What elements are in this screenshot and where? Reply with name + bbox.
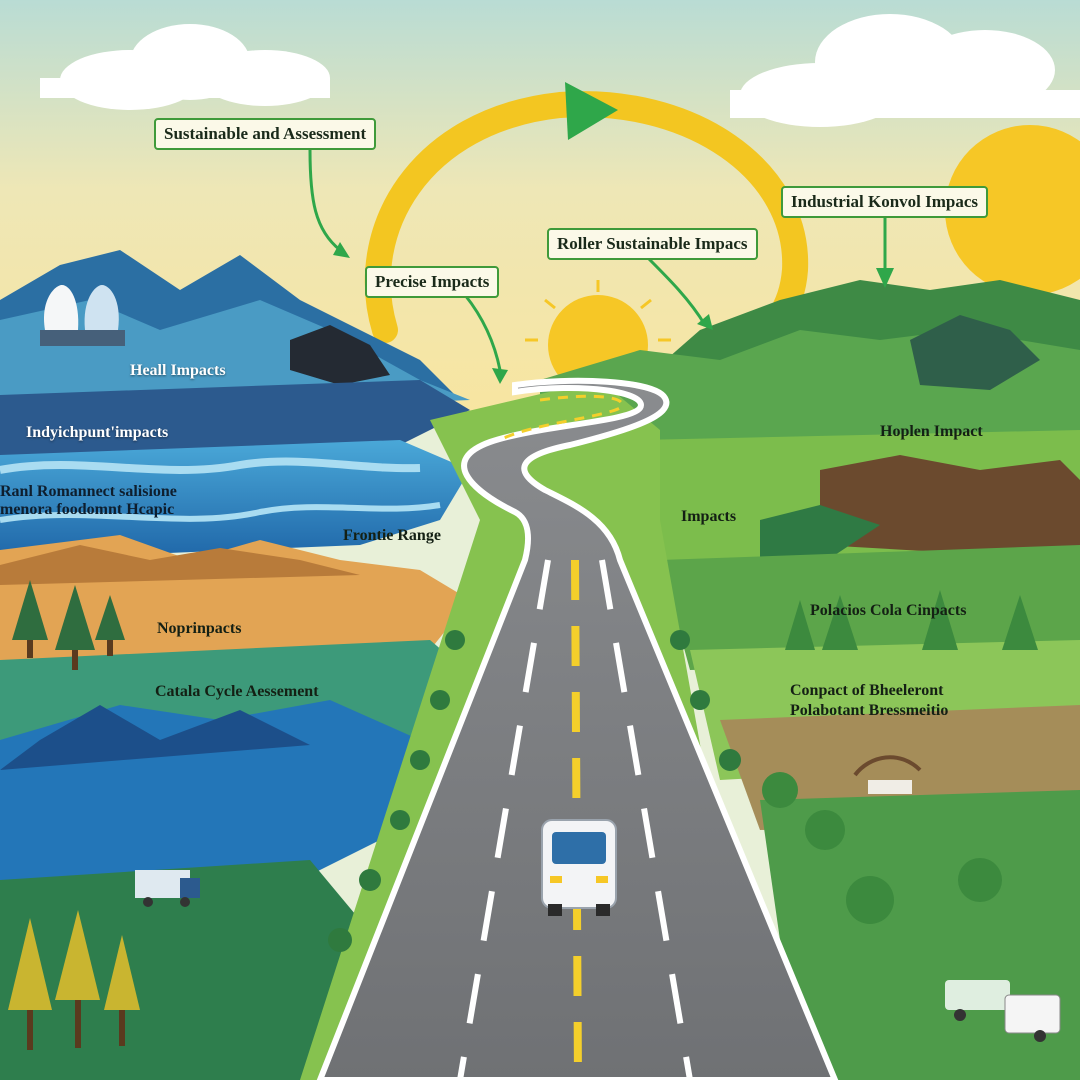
label-impacts: Impacts: [681, 508, 737, 525]
label-life-cycle: Catala Cycle Aessement: [155, 683, 319, 700]
label-hopplen-impact: Hoplen Impact: [880, 423, 983, 440]
truck-icon: [945, 980, 1061, 1042]
tree-icon: [12, 580, 125, 670]
label-industrial-impacts: Industrial Konvol Impacs: [781, 186, 989, 219]
band-bottom-left: [0, 860, 360, 1080]
label-health-impacts: Heall Impacts: [130, 362, 226, 379]
cycle-arrow-icon: [364, 82, 809, 358]
pointer-arrowheads: [333, 242, 894, 384]
road-center-line: [571, 559, 582, 1080]
factory-icon: [40, 285, 125, 346]
roadside-trees: [328, 630, 741, 952]
label-roller-impacts: Roller Sustainable Impacs: [547, 228, 758, 261]
label-compact-line2: Polabotant Bressmeitio: [790, 702, 949, 719]
vehicle-icon: [541, 819, 617, 916]
label-sustainable-assessment: Sustainable and Assessment: [154, 118, 377, 151]
label-polar-impacts: Polacios Cola Cinpacts: [810, 602, 967, 619]
label-compact-line1: Conpact of Bheeleront: [790, 682, 944, 699]
tree-icon: [762, 590, 1038, 924]
cloud-icon: [730, 14, 1080, 127]
factory-icon: [853, 755, 922, 794]
label-indirect-impacts: Indyichpunt'impacts: [26, 424, 169, 441]
band-indirect: [0, 380, 470, 460]
truck-icon: [135, 870, 200, 907]
road-lane-lines: [457, 559, 693, 1080]
cloud-icon: [40, 24, 330, 110]
pointer-arrows: [308, 149, 887, 371]
sun-icon: [945, 125, 1080, 295]
label-environment-line2: menora foodomnt Hcapic: [0, 501, 175, 518]
tree-icon: [8, 910, 140, 1050]
label-environment-line1: Ranl Romannect salisione: [0, 483, 177, 500]
label-precise-impacts: Precise Impacts: [365, 266, 500, 299]
label-nop-impacts: Noprinpacts: [157, 620, 242, 637]
band-right-2: [660, 545, 1080, 670]
label-frontie-range: Frontie Range: [343, 527, 441, 544]
